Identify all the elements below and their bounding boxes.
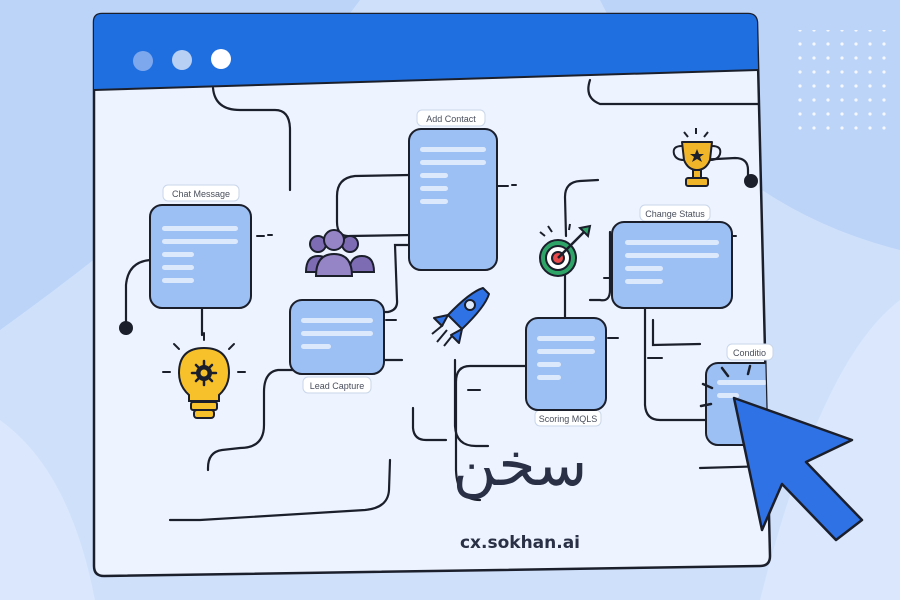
target-icon (539, 223, 592, 277)
svg-text:Scoring MQLS: Scoring MQLS (539, 414, 598, 424)
connector-endpoints (119, 174, 758, 335)
team-icon (304, 229, 376, 277)
svg-text:Conditio: Conditio (733, 348, 766, 358)
svg-text:Change Status: Change Status (645, 209, 705, 219)
trophy-icon (672, 128, 722, 187)
node-label-lead-capture: Lead Capture (302, 376, 372, 394)
window-title-bar (94, 14, 758, 90)
cursor-arrow-icon (699, 364, 864, 542)
lightbulb-gear-icon (162, 332, 246, 419)
node-card-change-status[interactable] (611, 221, 733, 309)
minimize-dot[interactable] (172, 50, 192, 70)
brand-logo: سخن (453, 430, 588, 500)
node-label-conditions: Conditio (726, 343, 774, 361)
node-label-change-status: Change Status (639, 204, 711, 222)
node-card-lead-capture[interactable] (289, 299, 385, 375)
dot-pattern (790, 30, 890, 140)
node-card-scoring-mqls[interactable] (525, 317, 607, 411)
port-ticks (256, 184, 737, 391)
svg-text:Add Contact: Add Contact (426, 114, 476, 124)
rocket-icon (431, 287, 490, 347)
brand-url: cx.sokhan.ai (460, 533, 580, 553)
svg-text:Lead Capture: Lead Capture (310, 381, 365, 391)
close-dot[interactable] (133, 51, 153, 71)
node-card-chat-message[interactable] (149, 204, 252, 309)
node-label-chat-message: Chat Message (162, 184, 240, 202)
svg-text:Chat Message: Chat Message (172, 189, 230, 199)
node-card-add-contact[interactable] (408, 128, 498, 271)
node-label-scoring-mqls: Scoring MQLS (534, 409, 602, 427)
flow-connectors (124, 78, 770, 522)
node-label-add-contact: Add Contact (416, 109, 486, 127)
maximize-dot[interactable] (211, 49, 231, 69)
svg-text:سخن: سخن (453, 430, 588, 500)
